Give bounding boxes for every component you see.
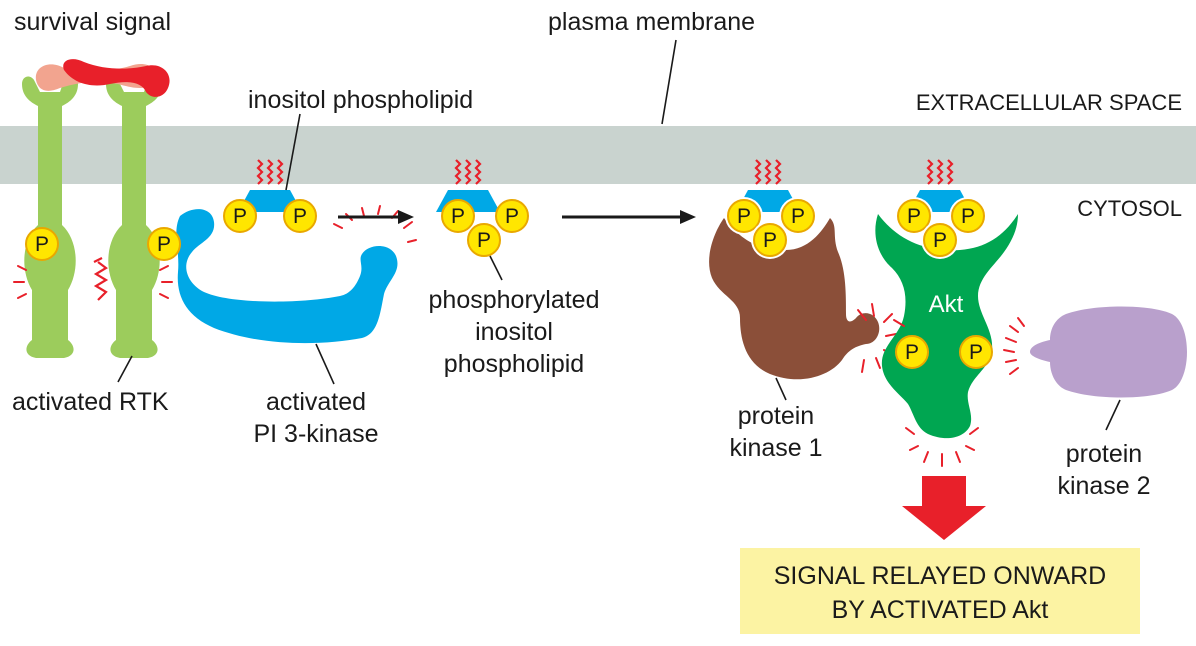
label-protein-kinase-2-line1: protein <box>1066 440 1142 468</box>
svg-text:P: P <box>293 205 307 228</box>
svg-text:P: P <box>905 341 919 364</box>
label-plasma-membrane: plasma membrane <box>548 8 755 36</box>
akt-label: Akt <box>929 291 964 318</box>
phosphate-lipid2-c: P <box>467 223 501 257</box>
label-activated-pi3k-line1: activated <box>266 388 366 416</box>
label-survival-signal: survival signal <box>14 8 171 36</box>
phosphate-lipid2-b: P <box>495 199 529 233</box>
plasma-membrane-band <box>0 126 1196 184</box>
svg-text:P: P <box>477 229 491 252</box>
leader-plasma-membrane <box>661 39 677 125</box>
leader-protein-kinase-1 <box>775 377 787 401</box>
svg-text:P: P <box>933 229 947 252</box>
result-box <box>740 548 1140 634</box>
protein-kinase-2 <box>1030 306 1187 398</box>
label-cytosol: CYTOSOL <box>1077 196 1182 221</box>
label-phosphorylated-line1: phosphorylated <box>429 286 600 314</box>
phosphate-lipid1-a: P <box>223 199 257 233</box>
svg-text:P: P <box>35 233 49 256</box>
label-phosphorylated-line2: inositol <box>475 318 553 346</box>
pk2-activation-rays <box>1003 317 1025 375</box>
result-line-1: SIGNAL RELAYED ONWARD <box>774 562 1106 590</box>
label-protein-kinase-2-line2: kinase 2 <box>1057 472 1150 500</box>
activated-rtk <box>13 76 173 358</box>
label-phosphorylated-line3: phospholipid <box>444 350 584 378</box>
phosphate-lipid3-c: P <box>751 221 789 259</box>
label-extracellular-space: EXTRACELLULAR SPACE <box>916 90 1182 115</box>
label-activated-rtk: activated RTK <box>12 388 169 416</box>
label-protein-kinase-1-line2: kinase 1 <box>729 434 822 462</box>
svg-text:P: P <box>505 205 519 228</box>
pi3k-activation-rays <box>333 205 417 243</box>
svg-text:P: P <box>907 205 921 228</box>
phosphate-rtk-right: P <box>147 227 181 261</box>
result-line-2: BY ACTIVATED Akt <box>832 596 1049 624</box>
reaction-arrow-2 <box>562 210 696 224</box>
label-protein-kinase-1-line1: protein <box>738 402 814 430</box>
leader-activated-rtk <box>117 355 133 383</box>
phosphate-lipid4-c: P <box>921 221 959 259</box>
svg-text:P: P <box>737 205 751 228</box>
phosphate-lipid4-a: P <box>895 197 933 235</box>
svg-text:P: P <box>961 205 975 228</box>
leader-pi3k <box>315 343 335 385</box>
leader-phosphorylated <box>489 255 503 281</box>
phosphate-lipid2-a: P <box>441 199 475 233</box>
phosphate-lipid1-b: P <box>283 199 317 233</box>
leader-inositol-phospholipid <box>285 113 301 191</box>
reaction-arrow-1 <box>338 210 414 224</box>
svg-text:P: P <box>969 341 983 364</box>
svg-text:P: P <box>763 229 777 252</box>
survival-signal <box>35 59 170 97</box>
phosphate-lipid3-a: P <box>725 197 763 235</box>
relay-arrow <box>902 476 986 540</box>
akt-top-rays <box>893 319 905 327</box>
svg-text:P: P <box>157 233 171 256</box>
svg-text:P: P <box>233 205 247 228</box>
svg-text:P: P <box>451 205 465 228</box>
pi3k-enzyme <box>176 209 398 344</box>
akt-protein <box>875 214 1018 439</box>
label-inositol-phospholipid: inositol phospholipid <box>248 86 473 114</box>
phosphate-akt-right: P <box>959 335 993 369</box>
phosphate-rtk-left: P <box>25 227 59 261</box>
leader-protein-kinase-2 <box>1105 399 1121 431</box>
protein-kinase-1 <box>709 218 880 380</box>
phosphate-lipid3-b: P <box>779 197 817 235</box>
akt-bottom-rays <box>905 427 979 467</box>
svg-text:P: P <box>791 205 805 228</box>
phosphate-lipid4-b: P <box>949 197 987 235</box>
label-activated-pi3k-line2: PI 3-kinase <box>253 420 378 448</box>
phosphate-akt-left: P <box>895 335 929 369</box>
